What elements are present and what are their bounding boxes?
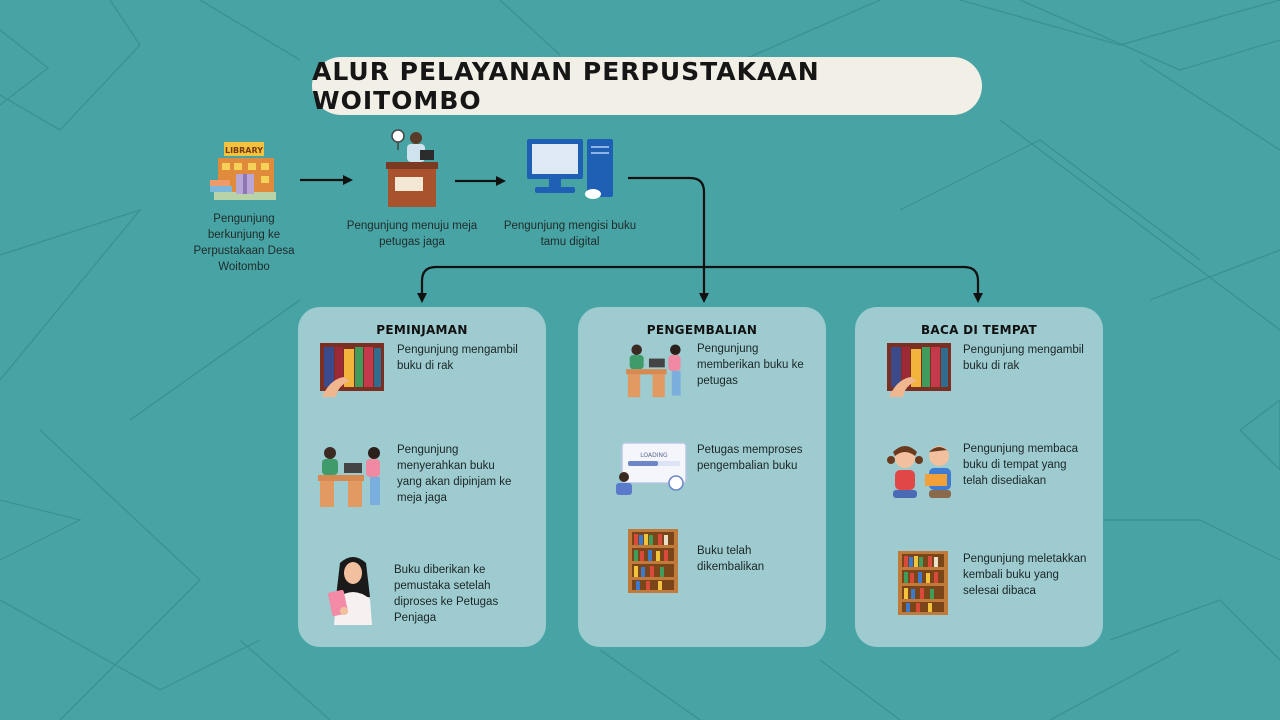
panel-baca-di-tempat: BACA DI TEMPAT Pengunjung mengambil buku… [855,307,1103,647]
pengembalian-step-3-text: Buku telah dikembalikan [697,545,765,573]
loading-label: LOADING [640,452,668,459]
peminjaman-step-3-text: Buku diberikan ke pemustaka setelah dipr… [394,564,499,624]
baca-step-3-text: Pengunjung meletakkan kembali buku yang … [963,553,1087,597]
panel-pengembalian: PENGEMBALIAN Pengunjung memberikan buku … [578,307,826,647]
top-step-1-text: Pengunjung berkunjung ke Perpustakaan De… [193,213,295,273]
children-reading-icon [887,446,951,498]
panel-title-peminjaman: PEMINJAMAN [376,323,468,337]
baca-step-2-text: Pengunjung membaca buku di tempat yang t… [963,443,1079,487]
top-step-2-text: Pengunjung menuju meja petugas jaga [346,220,478,248]
bookcase-icon-2 [898,551,948,615]
peminjaman-step-1-text: Pengunjung mengambil buku di rak [397,344,518,372]
library-sign-text: LIBRARY [225,146,263,155]
reception-desk-icon [386,129,438,207]
panel-title-pengembalian: PENGEMBALIAN [646,323,758,337]
top-step-3-text: Pengunjung mengisi buku tamu digital [503,220,637,248]
desk-handover-icon [318,447,380,507]
woman-holding-book-icon [328,557,372,625]
pengembalian-step-1-text: Pengunjung memberikan buku ke petugas [697,343,804,387]
panel-peminjaman: PEMINJAMAN Pengunjung mengambil buku di … [298,307,546,647]
pengembalian-step-2-text: Petugas memproses pengembalian buku [697,444,803,472]
bookcase-icon [628,529,678,593]
title-banner: ALUR PELAYANAN PERPUSTAKAAN WOITOMBO [312,57,982,115]
page-title: ALUR PELAYANAN PERPUSTAKAAN WOITOMBO [312,57,820,115]
bookshelf-hand-icon-2 [887,343,951,397]
loading-process-icon: LOADING [616,442,687,495]
baca-step-1-text: Pengunjung mengambil buku di rak [963,344,1084,372]
library-building-icon: LIBRARY [210,142,276,200]
desk-handover-icon-2 [626,344,681,398]
panel-title-baca-di-tempat: BACA DI TEMPAT [920,323,1038,337]
desktop-computer-icon [527,139,613,199]
bookshelf-hand-icon [320,343,384,397]
peminjaman-step-2-text: Pengunjung menyerahkan buku yang akan di… [397,444,512,504]
